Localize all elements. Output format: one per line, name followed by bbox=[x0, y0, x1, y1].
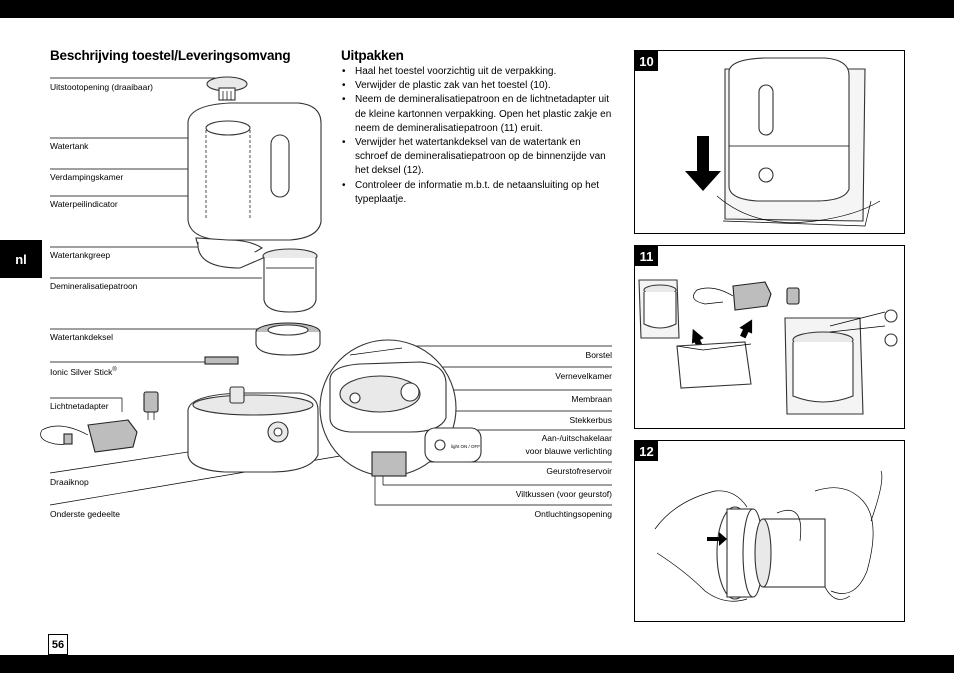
description-heading: Beschrijving toestel/Leveringsomvang bbox=[50, 48, 291, 63]
ionic-silver-stick bbox=[204, 356, 239, 365]
label-power-adapter: Lichtnetadapter bbox=[50, 401, 109, 411]
label-rotary-knob: Draaiknop bbox=[50, 477, 89, 487]
bottom-bar bbox=[0, 655, 954, 673]
label-switch-line1: Aan-/uitschakelaar bbox=[541, 433, 612, 443]
label-evaporation-chamber: Verdampingskamer bbox=[50, 172, 124, 182]
label-brush: Borstel bbox=[585, 350, 612, 360]
figure-10-number: 10 bbox=[635, 51, 658, 71]
label-switch-line2: voor blauwe verlichting bbox=[525, 446, 612, 456]
water-tank bbox=[187, 102, 322, 269]
figure-10-drawing bbox=[685, 57, 881, 227]
power-adapter bbox=[40, 391, 159, 453]
figure-10: 10 bbox=[634, 50, 905, 234]
figure-11-number: 11 bbox=[635, 246, 658, 266]
switch-panel: light ON / OFF bbox=[424, 427, 482, 463]
list-item: Verwijder de plastic zak van het toestel… bbox=[341, 79, 616, 93]
figure-12: 12 bbox=[634, 440, 905, 622]
list-item: Haal het toestel voorzichtig uit de verp… bbox=[341, 65, 616, 79]
list-item: Neem de demineralisatiepatroon en de lic… bbox=[341, 93, 616, 136]
top-bar bbox=[0, 0, 954, 18]
label-base: Onderste gedeelte bbox=[50, 509, 120, 519]
figure-11: 11 bbox=[634, 245, 905, 429]
label-outlet: Uitstootopening (draaibaar) bbox=[50, 82, 154, 92]
label-ionic-silver-stick: Ionic Silver Stick® bbox=[50, 366, 117, 377]
outlet-nozzle bbox=[206, 76, 248, 101]
label-membrane: Membraan bbox=[571, 394, 612, 404]
label-vent: Ontluchtingsopening bbox=[534, 509, 612, 519]
label-fragrance-reservoir: Geurstofreservoir bbox=[546, 466, 612, 476]
demineralisation-cartridge bbox=[262, 248, 318, 313]
label-nebulising-chamber: Vernevelkamer bbox=[555, 371, 612, 381]
tank-cap bbox=[255, 322, 321, 356]
label-felt-pad: Viltkussen (voor geurstof) bbox=[515, 489, 612, 499]
label-water-level-indicator: Waterpeilindicator bbox=[50, 199, 118, 209]
unpack-list: Haal het toestel voorzichtig uit de verp… bbox=[341, 65, 616, 207]
label-tank-handle: Watertankgreep bbox=[50, 250, 111, 260]
figure-11-drawing bbox=[638, 279, 898, 415]
humidifier-base bbox=[187, 386, 319, 473]
figure-12-number: 12 bbox=[635, 441, 658, 461]
unpack-heading: Uitpakken bbox=[341, 48, 404, 63]
language-tab: nl bbox=[0, 240, 42, 278]
label-socket: Stekkerbus bbox=[569, 415, 612, 425]
figure-12-drawing bbox=[654, 470, 883, 602]
list-item: Verwijder het watertankdeksel van de wat… bbox=[341, 136, 616, 179]
label-tank-cap: Watertankdeksel bbox=[50, 332, 113, 342]
label-water-tank: Watertank bbox=[50, 141, 89, 151]
label-demineralisation-cartridge: Demineralisatiepatroon bbox=[50, 281, 138, 291]
switch-panel-text: light ON / OFF bbox=[451, 444, 480, 449]
detail-magnifier: light ON / OFF bbox=[319, 339, 482, 477]
page-number: 56 bbox=[48, 634, 68, 655]
list-item: Controleer de informatie m.b.t. de netaa… bbox=[341, 179, 616, 207]
